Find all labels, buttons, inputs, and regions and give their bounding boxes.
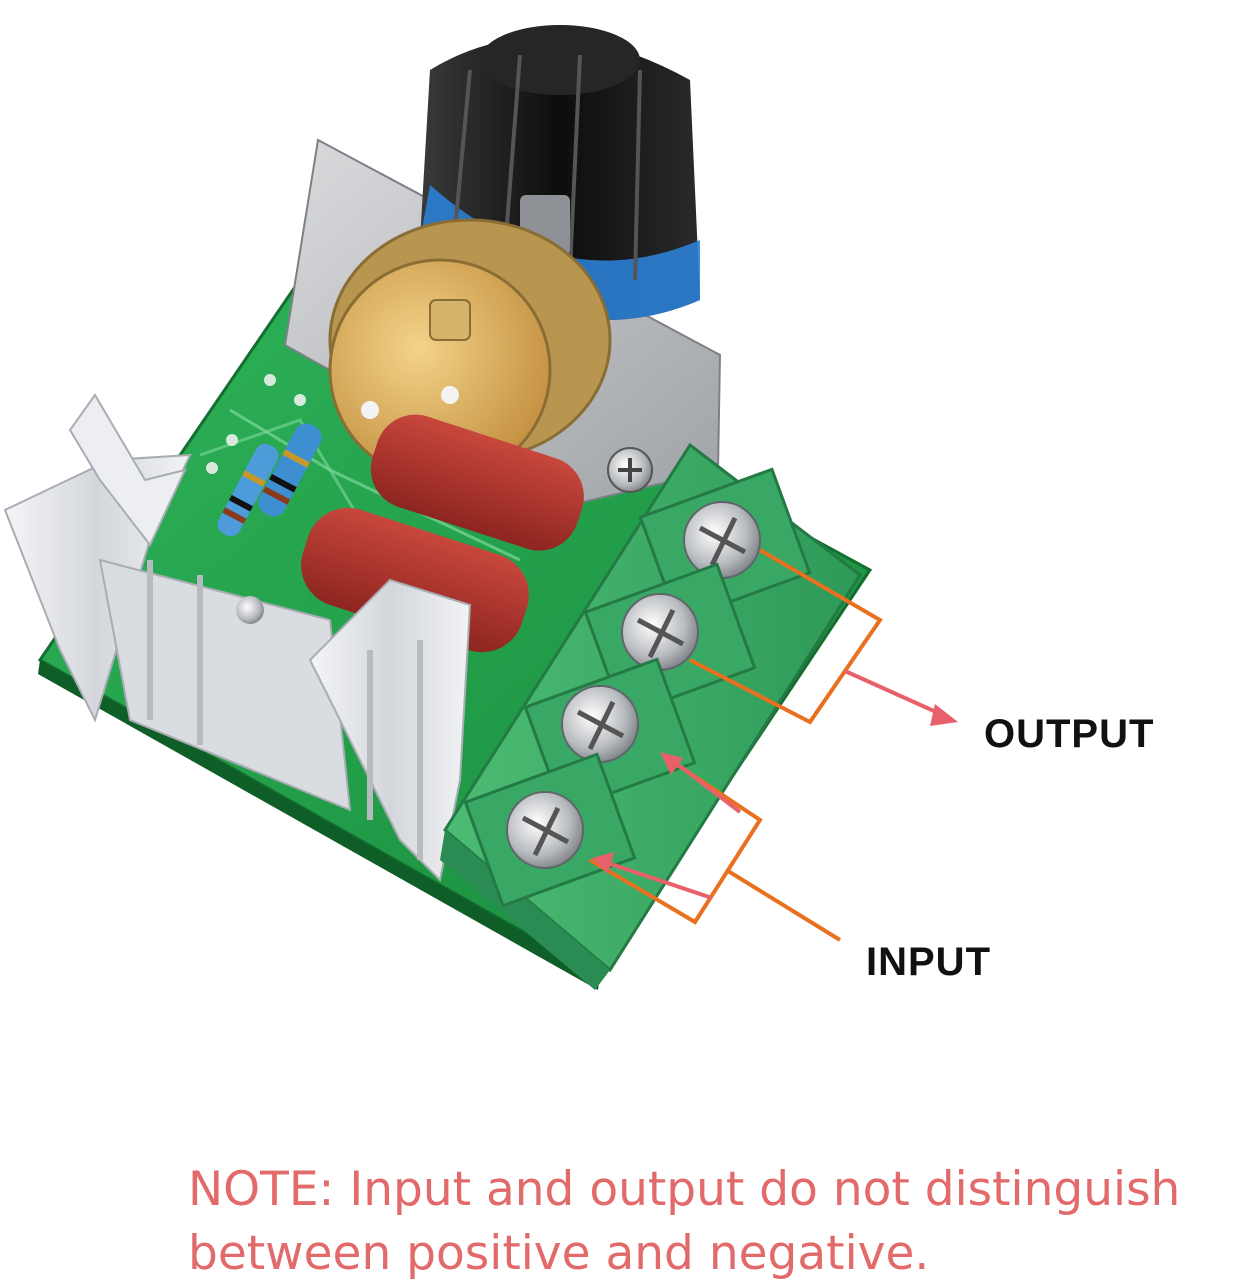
heatsink bbox=[3, 393, 472, 883]
polarity-note-line-2: between positive and negative. bbox=[188, 1226, 930, 1281]
input-arrow-icon-upper bbox=[660, 752, 683, 775]
input-arrow-icon-lower bbox=[592, 852, 614, 874]
output-label: OUTPUT bbox=[984, 712, 1155, 756]
polarity-note-line-1: NOTE: Input and output do not distinguis… bbox=[188, 1162, 1181, 1217]
output-arrow-icon bbox=[930, 704, 958, 726]
terminal-4 bbox=[463, 752, 637, 908]
polarity-note: NOTE: Input and output do not distinguis… bbox=[188, 1158, 1238, 1286]
input-indicator bbox=[588, 752, 842, 942]
potentiometer bbox=[328, 218, 612, 482]
output-indicator bbox=[689, 548, 958, 726]
input-label: INPUT bbox=[866, 940, 991, 984]
resistors bbox=[217, 423, 322, 537]
capacitors bbox=[301, 414, 584, 653]
terminal-block bbox=[440, 442, 863, 990]
